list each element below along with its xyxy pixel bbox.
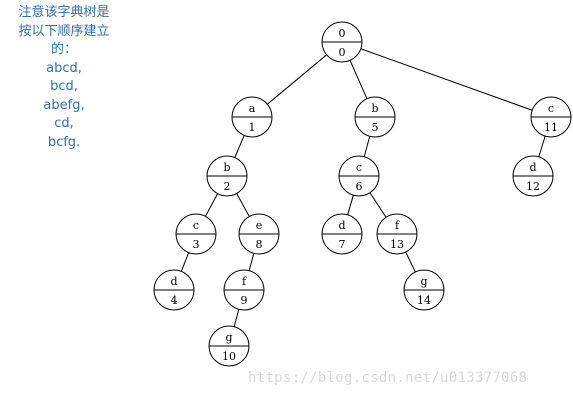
edges	[180, 48, 546, 327]
trie-node: d 12	[512, 155, 554, 197]
node-char: f	[242, 275, 247, 288]
node-char: b	[223, 161, 230, 174]
trie-node: d7	[321, 213, 363, 255]
node-number: 14	[417, 294, 431, 307]
caption-word: bcd,	[50, 79, 78, 94]
node-char: d	[529, 161, 536, 174]
node-number: 4	[171, 294, 178, 307]
caption-word: cd,	[54, 116, 74, 131]
edge	[538, 135, 546, 158]
node-char: f	[395, 219, 400, 232]
edge	[248, 253, 255, 271]
node-char: d	[170, 275, 177, 288]
node-number: 12	[526, 180, 540, 193]
edge	[234, 135, 245, 158]
node-number: 7	[339, 238, 346, 251]
trie-node: d4	[153, 269, 195, 311]
trie-node: f9	[223, 269, 265, 311]
edge	[233, 309, 240, 327]
trie-node: e8	[238, 213, 280, 255]
caption-word: abefg,	[43, 97, 85, 113]
caption-line: 按以下顺序建立	[18, 23, 110, 39]
node-number: 10	[222, 350, 236, 363]
node-number: 11	[544, 121, 558, 134]
edge	[360, 48, 533, 111]
node-char: c	[356, 161, 362, 174]
caption-word: bcfg.	[47, 134, 81, 150]
node-number: 13	[390, 238, 404, 251]
node-number: 0	[339, 46, 346, 59]
edge	[236, 193, 250, 217]
node-char: a	[249, 102, 256, 115]
node-number: 1	[249, 121, 256, 134]
watermark: https://blog.csdn.net/u013377068	[248, 370, 528, 386]
trie-node: c3	[175, 213, 217, 255]
edge	[349, 60, 368, 99]
caption: 注意该字典树是 按以下顺序建立 的： abcd, bcd, abefg, cd,…	[0, 4, 128, 152]
node-char: c	[548, 102, 554, 115]
node-char: e	[256, 219, 263, 232]
edge	[347, 195, 354, 215]
trie-node: g 14	[403, 269, 445, 311]
node-number: 3	[193, 238, 200, 251]
node-number: 2	[224, 180, 231, 193]
edge	[363, 136, 371, 157]
trie-node: g 10	[208, 325, 250, 367]
trie-node: 00	[321, 21, 363, 63]
edge	[204, 193, 219, 217]
node-char: d	[338, 219, 345, 232]
trie-node: a1	[231, 96, 273, 138]
node-char: c	[193, 219, 199, 232]
edge	[369, 192, 387, 218]
trie-node: b2	[206, 155, 248, 197]
caption-line: 的：	[50, 42, 77, 57]
trie-node: c 11	[530, 96, 572, 138]
trie-node: c6	[338, 155, 380, 197]
node-number: 6	[356, 180, 363, 193]
node-char: b	[371, 102, 378, 115]
edge	[405, 251, 416, 273]
node-char: g	[420, 275, 427, 288]
trie-node: b5	[354, 96, 396, 138]
node-number: 9	[241, 294, 248, 307]
node-char: g	[225, 331, 232, 344]
trie-node: f 13	[376, 213, 418, 255]
node-number: 8	[256, 238, 263, 251]
edge	[267, 54, 327, 105]
node-char: 0	[339, 27, 346, 40]
caption-line: 注意该字典树是	[18, 5, 110, 20]
edge	[180, 252, 190, 272]
caption-word: abcd,	[46, 60, 82, 76]
node-number: 5	[372, 121, 379, 134]
